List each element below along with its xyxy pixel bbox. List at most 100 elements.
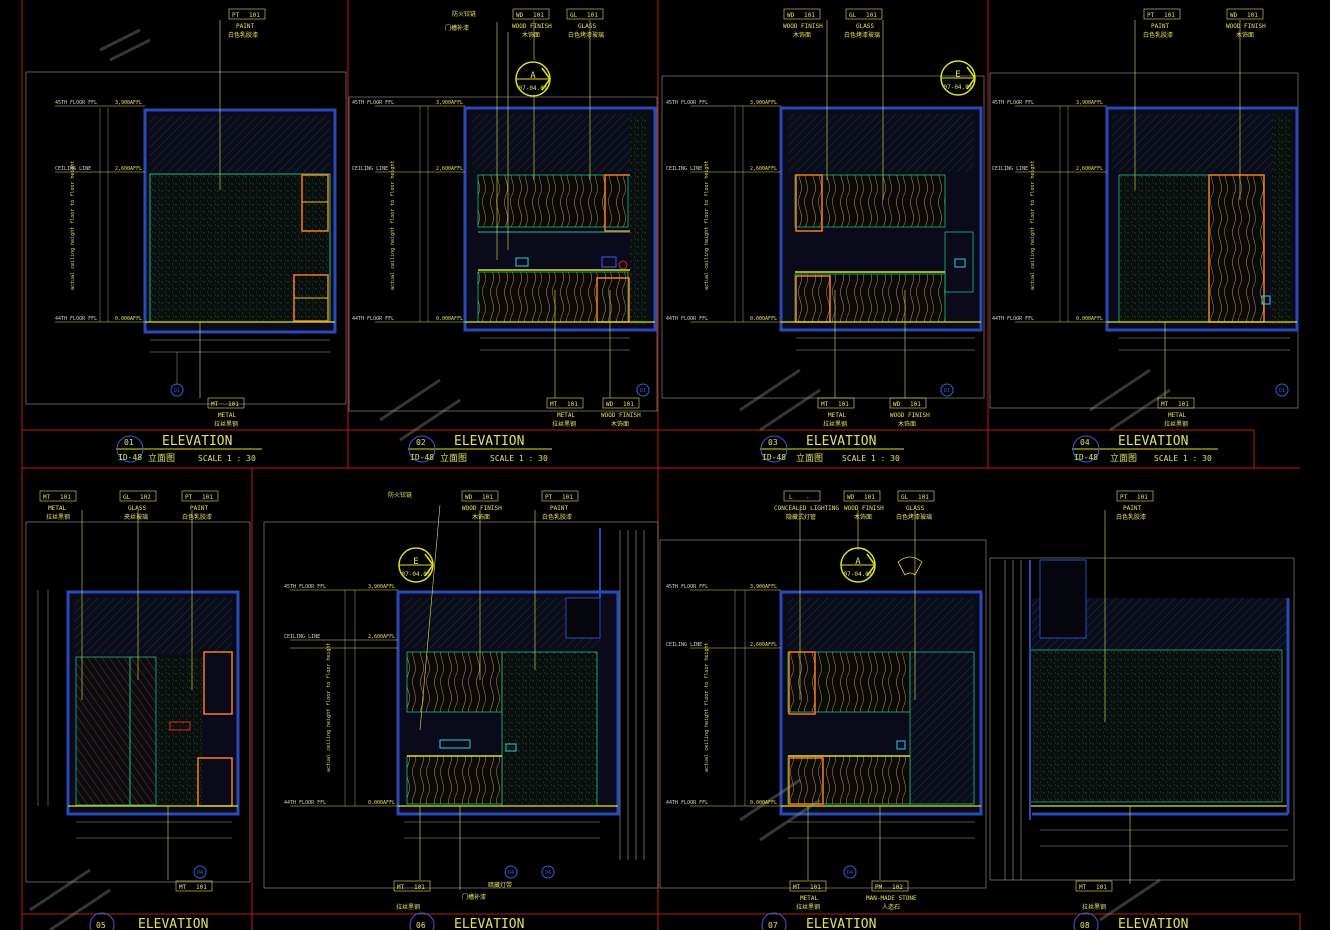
note-02: 防火铰链 门槽补漆 — [445, 10, 476, 32]
svg-text:拉丝黑钢: 拉丝黑钢 — [796, 903, 820, 911]
elevation-02-drawing — [375, 20, 657, 398]
svg-text:夹丝玻璃: 夹丝玻璃 — [124, 513, 148, 521]
svg-text:ID-48: ID-48 — [1074, 453, 1098, 462]
marker-a-top-sheet: 07-04.01 — [519, 85, 548, 92]
svg-text:CEILING LINE: CEILING LINE — [352, 166, 388, 172]
elevation-03-drawing — [690, 20, 983, 398]
svg-text:防火铰链: 防火铰链 — [452, 10, 476, 18]
svg-text:WOOD FINISH: WOOD FINISH — [1226, 23, 1266, 30]
svg-text:PAINT: PAINT — [550, 505, 568, 512]
title-panel-08: 08 ELEVATION — [1080, 917, 1188, 930]
svg-text:2,600AFFL: 2,600AFFL — [368, 634, 395, 640]
svg-text:WOOD FINISH: WOOD FINISH — [844, 505, 884, 512]
svg-text:METAL: METAL — [218, 412, 236, 419]
svg-text:0.000AFFL: 0.000AFFL — [115, 316, 142, 322]
svg-text:08: 08 — [1080, 921, 1090, 930]
svg-text:101: 101 — [864, 494, 875, 501]
svg-text:白色烤漆玻璃: 白色烤漆玻璃 — [896, 513, 932, 521]
svg-text:45TH FLOOR FFL: 45TH FLOOR FFL — [55, 100, 97, 106]
elevation-05-drawing — [37, 510, 240, 880]
svg-text:PT: PT — [1147, 12, 1155, 19]
level-labels: 45TH FLOOR FFL CEILING LINE 44TH FLOOR F… — [55, 100, 1103, 806]
svg-text:木饰面: 木饰面 — [522, 31, 540, 39]
svg-text:D4: D4 — [508, 870, 514, 876]
svg-text:METAL: METAL — [48, 505, 66, 512]
svg-text:101: 101 — [202, 494, 213, 501]
grid-bubbles: D1 D1 D1 D1 D4 D4 D4 D4 — [174, 388, 1285, 876]
svg-text:WD: WD — [893, 401, 901, 408]
svg-text:WOOD FINISH: WOOD FINISH — [783, 23, 823, 30]
svg-text:101: 101 — [910, 401, 921, 408]
svg-text:WD: WD — [465, 494, 473, 501]
marker-e-top-sheet: 07-04.01 — [944, 84, 973, 91]
svg-text:WOOD FINISH: WOOD FINISH — [601, 412, 641, 419]
svg-text:07: 07 — [768, 921, 778, 930]
svg-text:WD: WD — [1230, 12, 1238, 19]
svg-text:44TH FLOOR FFL: 44TH FLOOR FFL — [666, 316, 708, 322]
elevation-title: ELEVATION — [454, 917, 524, 930]
elevation-title: ELEVATION — [1118, 917, 1188, 930]
svg-text:白色乳胶漆: 白色乳胶漆 — [1116, 513, 1146, 521]
svg-text:门槽补漆: 门槽补漆 — [462, 893, 486, 901]
svg-text:门槽补漆: 门槽补漆 — [445, 24, 469, 32]
svg-text:44TH FLOOR FFL: 44TH FLOOR FFL — [284, 800, 326, 806]
svg-text:101: 101 — [1096, 884, 1107, 891]
svg-text:白色乳胶漆: 白色乳胶漆 — [542, 513, 572, 521]
marker-a-top — [515, 61, 551, 97]
title-panel-05: 05 ELEVATION — [96, 917, 208, 930]
svg-text:GLASS: GLASS — [578, 23, 596, 30]
svg-text:CEILING LINE: CEILING LINE — [666, 642, 702, 648]
svg-text:05: 05 — [96, 921, 106, 930]
svg-text:3,900AFFL: 3,900AFFL — [115, 100, 142, 106]
svg-text:101: 101 — [1247, 12, 1258, 19]
svg-text:0.000AFFL: 0.000AFFL — [368, 800, 395, 806]
svg-text:白色乳胶漆: 白色乳胶漆 — [228, 31, 258, 39]
vertical-notes: actual ceiling height floor to floor hei… — [70, 161, 1036, 772]
svg-text:GL: GL — [570, 12, 578, 19]
title-panel-02: 02 ID-48 ELEVATION 立面图 SCALE 1 : 30 — [410, 434, 548, 464]
svg-text:101: 101 — [1178, 401, 1189, 408]
svg-text:101: 101 — [838, 401, 849, 408]
svg-text:木饰面: 木饰面 — [854, 513, 872, 521]
svg-text:PT: PT — [185, 494, 193, 501]
elevation-title: ELEVATION — [806, 917, 876, 930]
svg-text:PAINT: PAINT — [1123, 505, 1141, 512]
svg-text:CONCEALED LIGHTING: CONCEALED LIGHTING — [774, 505, 839, 512]
svg-text:CEILING LINE: CEILING LINE — [55, 166, 91, 172]
svg-text:木饰面: 木饰面 — [611, 420, 629, 428]
svg-text:MT: MT — [211, 401, 219, 408]
svg-text:44TH FLOOR FFL: 44TH FLOOR FFL — [992, 316, 1034, 322]
svg-text:MT: MT — [397, 884, 405, 891]
note-06b: 暗藏灯带 门槽补漆 — [462, 881, 512, 901]
svg-text:拉丝黑钢: 拉丝黑钢 — [396, 903, 420, 911]
svg-text:GLASS: GLASS — [856, 23, 874, 30]
svg-text:actual ceiling height floor to: actual ceiling height floor to floor hei… — [70, 161, 76, 290]
title-panel-03: 03 ID-48 ELEVATION 立面图 SCALE 1 : 30 — [762, 434, 900, 464]
svg-text:44TH FLOOR FFL: 44TH FLOOR FFL — [666, 800, 708, 806]
svg-text:45TH FLOOR FFL: 45TH FLOOR FFL — [666, 100, 708, 106]
svg-text:101: 101 — [1137, 494, 1148, 501]
svg-text:2,600AFFL: 2,600AFFL — [750, 642, 777, 648]
svg-text:101: 101 — [567, 401, 578, 408]
svg-text:D4: D4 — [847, 870, 853, 876]
svg-text:101: 101 — [804, 12, 815, 19]
svg-text:0.000AFFL: 0.000AFFL — [750, 316, 777, 322]
svg-text:GLASS: GLASS — [906, 505, 924, 512]
svg-text:MT: MT — [1161, 401, 1169, 408]
